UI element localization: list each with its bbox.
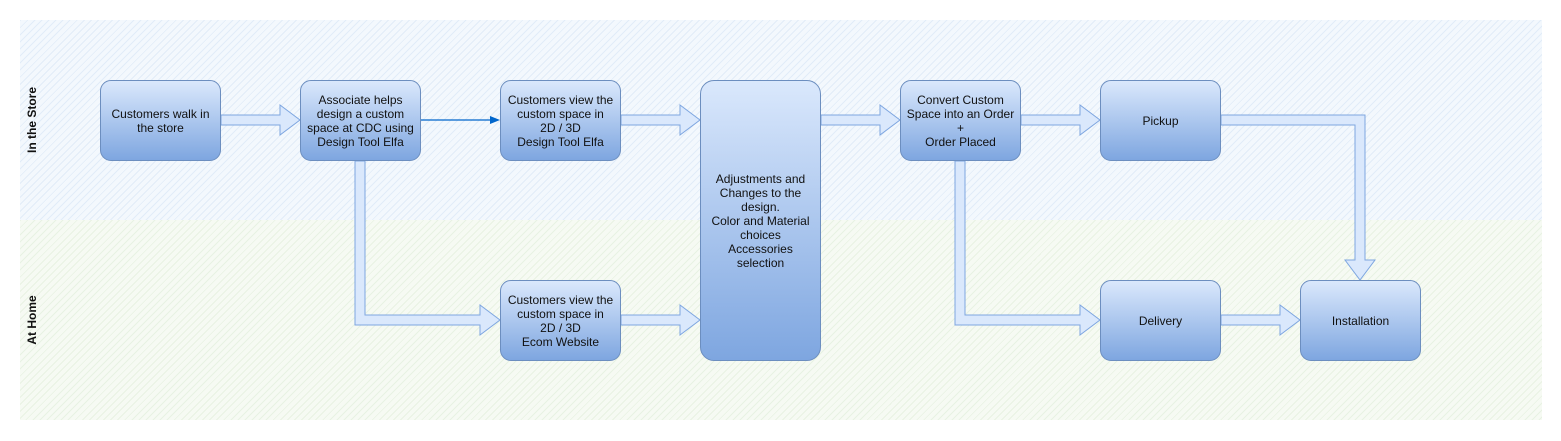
arrow-delivery-to-installation [1220, 304, 1301, 336]
node-customers-walk-in[interactable]: Customers walk in the store [100, 80, 221, 161]
node-pickup[interactable]: Pickup [1100, 80, 1221, 161]
arrow-walkin-to-associate [220, 104, 301, 136]
arrow-adjustments-to-convert [820, 104, 901, 136]
node-delivery[interactable]: Delivery [1100, 280, 1221, 361]
node-adjustments-and-changes[interactable]: Adjustments and Changes to the design. C… [700, 80, 821, 361]
arrow-convert-to-delivery [954, 160, 1101, 336]
node-convert-to-order[interactable]: Convert Custom Space into an Order + Ord… [900, 80, 1021, 161]
node-installation[interactable]: Installation [1300, 280, 1421, 361]
node-associate-helps-design[interactable]: Associate helps design a custom space at… [300, 80, 421, 161]
arrow-viewstore-to-adjustments [620, 104, 701, 136]
arrow-viewhome-to-adjustments [620, 304, 701, 336]
arrow-convert-to-pickup [1020, 104, 1101, 136]
arrow-pickup-to-installation [1220, 114, 1376, 281]
arrow-associate-to-viewhome [354, 160, 501, 336]
node-view-custom-space-home[interactable]: Customers view the custom space in 2D / … [500, 280, 621, 361]
arrow-associate-to-viewstore [421, 116, 500, 124]
node-view-custom-space-store[interactable]: Customers view the custom space in 2D / … [500, 80, 621, 161]
